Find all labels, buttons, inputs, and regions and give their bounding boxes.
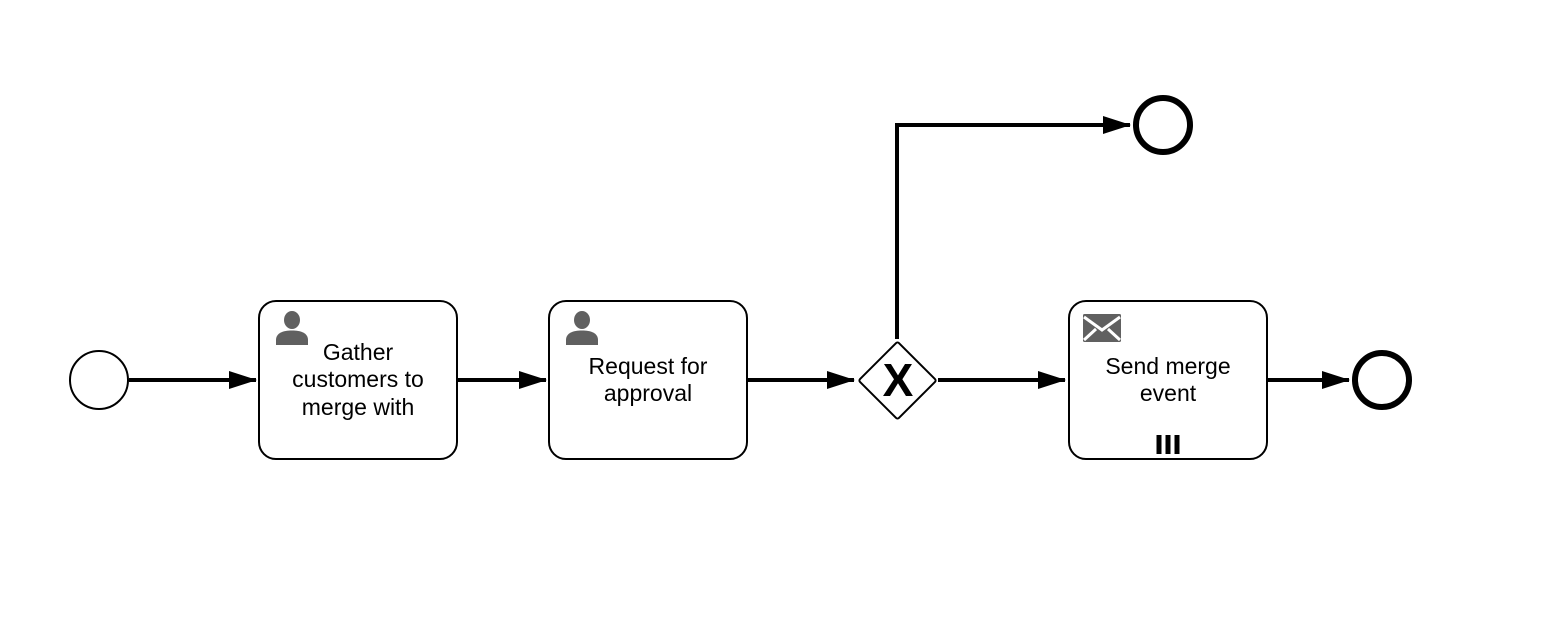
task-request-approval[interactable]: Request for approval (548, 300, 748, 460)
end-event-main[interactable] (1352, 350, 1412, 410)
task-gather-customers[interactable]: Gather customers to merge with (258, 300, 458, 460)
user-icon (273, 311, 311, 350)
task-label: Request for approval (588, 352, 708, 406)
message-icon (1082, 314, 1122, 347)
task-label: Send merge event (1105, 352, 1231, 406)
flow-gateway-to-top-end[interactable] (895, 116, 1131, 339)
user-icon (563, 311, 601, 350)
multi-instance-parallel-icon (1156, 435, 1180, 454)
exclusive-gateway-x-icon: X (882, 354, 914, 406)
end-event-top[interactable] (1133, 95, 1193, 155)
start-event[interactable] (69, 350, 129, 410)
task-label: Gather customers to merge with (292, 339, 424, 420)
task-send-merge-event[interactable]: Send merge event (1068, 300, 1268, 460)
